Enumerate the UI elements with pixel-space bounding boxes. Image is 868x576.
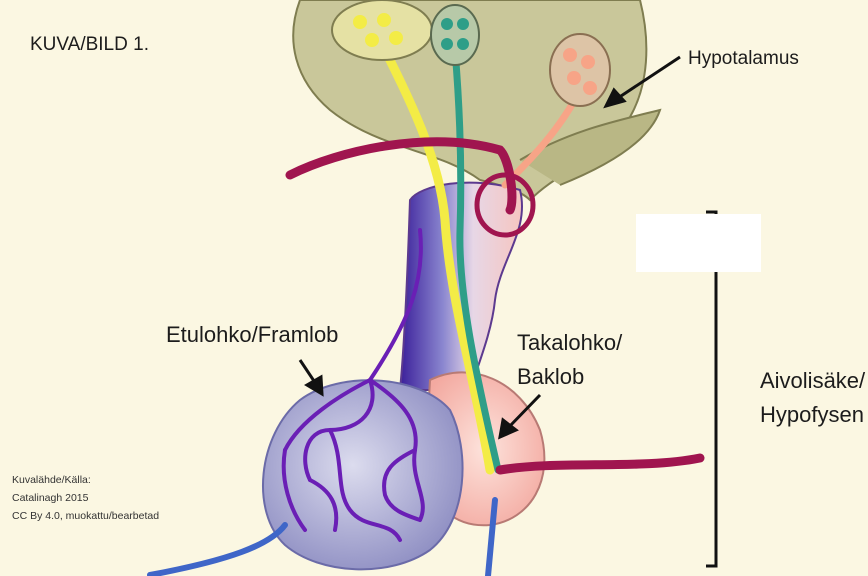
pituitary-label: Aivolisäke/ Hypofysen [760, 364, 865, 432]
figure-title: KUVA/BILD 1. [30, 34, 149, 56]
neuron-cells-teal [431, 5, 479, 65]
hypothalamus-label: Hypotalamus [688, 48, 799, 70]
anterior-lobe [263, 380, 463, 569]
neuron-cells-yellow [332, 0, 432, 60]
anterior-lobe-label: Etulohko/Framlob [166, 322, 338, 348]
neuron-cells-orange [550, 34, 610, 106]
white-patch [636, 214, 761, 272]
image-credit: Kuvalähde/Källa: Catalinagh 2015 CC By 4… [12, 471, 159, 525]
posterior-lobe-label: Takalohko/ Baklob [517, 326, 622, 394]
